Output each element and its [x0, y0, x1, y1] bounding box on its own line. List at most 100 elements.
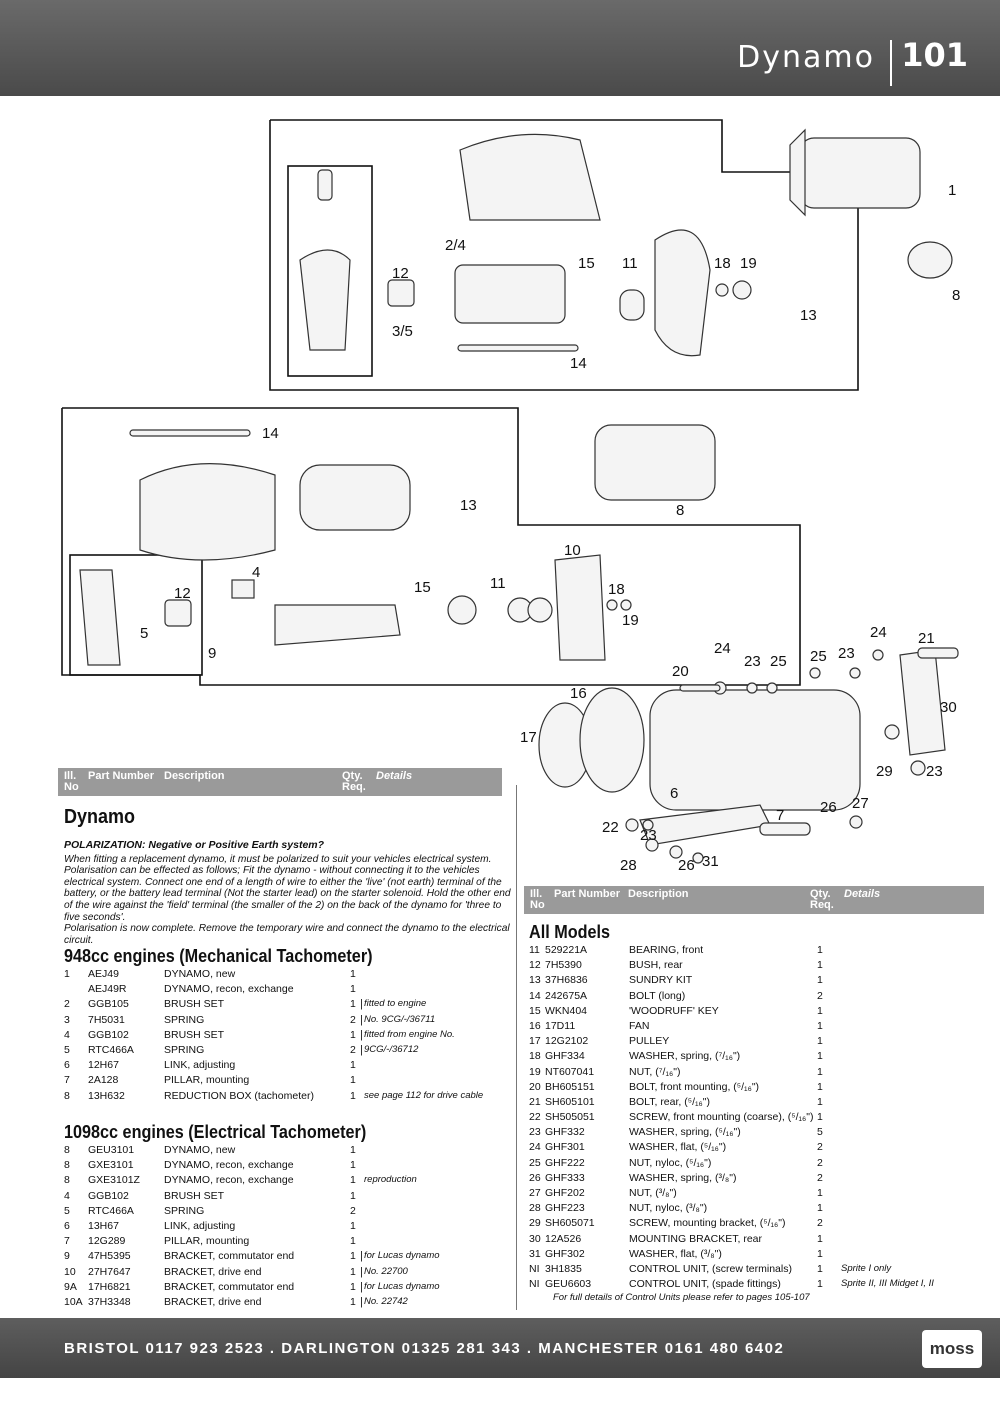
part-number: GEU3101 [88, 1144, 135, 1156]
part-number: 17H6821 [88, 1280, 131, 1293]
description: 'WOODRUFF' KEY [629, 1004, 719, 1017]
quantity: 1 [817, 974, 823, 987]
description: NUT, (⁷/₁₆") [629, 1065, 681, 1078]
quantity: 1 [817, 1278, 823, 1291]
header-description: Description [164, 770, 225, 782]
ill-number: 14 [529, 989, 541, 1002]
callout-label: 24 [714, 640, 731, 657]
ill-number: 4 [64, 1028, 70, 1041]
ill-number: 13 [529, 974, 541, 987]
callout-label: 14 [262, 425, 279, 442]
callout-label: 19 [740, 255, 757, 272]
quantity: 1 [817, 1247, 823, 1260]
callout-label: 25 [770, 653, 787, 670]
callout-label: 23 [926, 763, 943, 780]
footer-phone-numbers: BRISTOL 0117 923 2523 . DARLINGTON 01325… [64, 1340, 785, 1357]
part-number: GHF334 [545, 1050, 585, 1063]
ill-number: 29 [529, 1217, 541, 1230]
description: LINK, adjusting [164, 1219, 236, 1232]
details: Sprite I only [841, 1262, 892, 1274]
part-number: NT607041 [545, 1065, 595, 1078]
description: WASHER, flat, (³/₈") [629, 1247, 722, 1260]
callout-label: 24 [870, 624, 887, 641]
header-ill-no: Ill. No [530, 888, 545, 911]
part-number: 12H67 [88, 1059, 119, 1072]
ill-number: 11 [529, 944, 540, 956]
quantity: 1 [350, 1028, 356, 1041]
details: No. 22700 [364, 1265, 408, 1277]
part-number: 13H67 [88, 1219, 119, 1232]
header-details: Details [376, 770, 413, 782]
ill-number: 31 [529, 1247, 541, 1260]
description: BRACKET, commutator end [164, 1250, 295, 1263]
part-number: AEJ49 [88, 968, 119, 980]
description: WASHER, spring, (⁵/₁₆") [629, 1126, 741, 1139]
quantity: 1 [817, 959, 823, 972]
quantity: 2 [817, 1171, 823, 1184]
description: LINK, adjusting [164, 1059, 236, 1072]
callout-label: 13 [460, 497, 477, 514]
ill-number: 8 [64, 1144, 70, 1156]
polarization-end: Polarisation is now complete. Remove the… [64, 923, 510, 946]
part-number: 242675A [545, 989, 588, 1002]
ill-number: 28 [529, 1202, 541, 1215]
part-number: 3H1835 [545, 1262, 582, 1275]
ill-number: 18 [529, 1050, 541, 1063]
description: BOLT, front mounting, (⁵/₁₆") [629, 1080, 760, 1093]
callout-label: 13 [800, 307, 817, 324]
callout-label: 26 [820, 799, 837, 816]
callout-label: 10 [564, 542, 581, 559]
callout-label: 23 [744, 653, 761, 670]
quantity: 1 [350, 1219, 356, 1232]
description: MOUNTING BRACKET, rear [629, 1232, 763, 1245]
description: BOLT, rear, (⁵/₁₆") [629, 1095, 711, 1108]
description: DYNAMO, new [164, 968, 236, 980]
brace-symbol: | [360, 1280, 363, 1293]
ill-number: 7 [64, 1235, 70, 1248]
brace-symbol: | [360, 1265, 363, 1278]
part-number: GEU6603 [545, 1278, 592, 1291]
callout-label: 6 [670, 785, 678, 802]
description: NUT, nyloc, (³/₈") [629, 1202, 708, 1215]
quantity: 1 [817, 1202, 823, 1215]
callout-label: 16 [570, 685, 587, 702]
quantity: 1 [350, 1074, 356, 1087]
section-1098-title: 1098cc engines (Electrical Tachometer) [64, 1122, 367, 1142]
description: BEARING, front [629, 944, 704, 956]
quantity: 1 [817, 1187, 823, 1199]
quantity: 1 [350, 1280, 356, 1293]
moss-logo: moss [922, 1330, 982, 1368]
callout-label: 9 [208, 645, 216, 662]
column-divider [516, 785, 517, 1310]
ill-number: 5 [64, 1204, 70, 1217]
description: BRACKET, drive end [164, 1295, 262, 1308]
part-number: GXE3101 [88, 1159, 134, 1172]
details: fitted from engine No. [364, 1028, 455, 1040]
part-number: 17D11 [545, 1019, 576, 1032]
header-qty: Qty. Req. [342, 770, 366, 793]
ill-number: 26 [529, 1171, 541, 1184]
quantity: 1 [817, 1004, 823, 1017]
description: BRUSH SET [164, 998, 225, 1011]
part-number: 27H7647 [88, 1265, 131, 1278]
description: PULLEY [629, 1035, 670, 1048]
callout-label: 15 [414, 579, 431, 596]
